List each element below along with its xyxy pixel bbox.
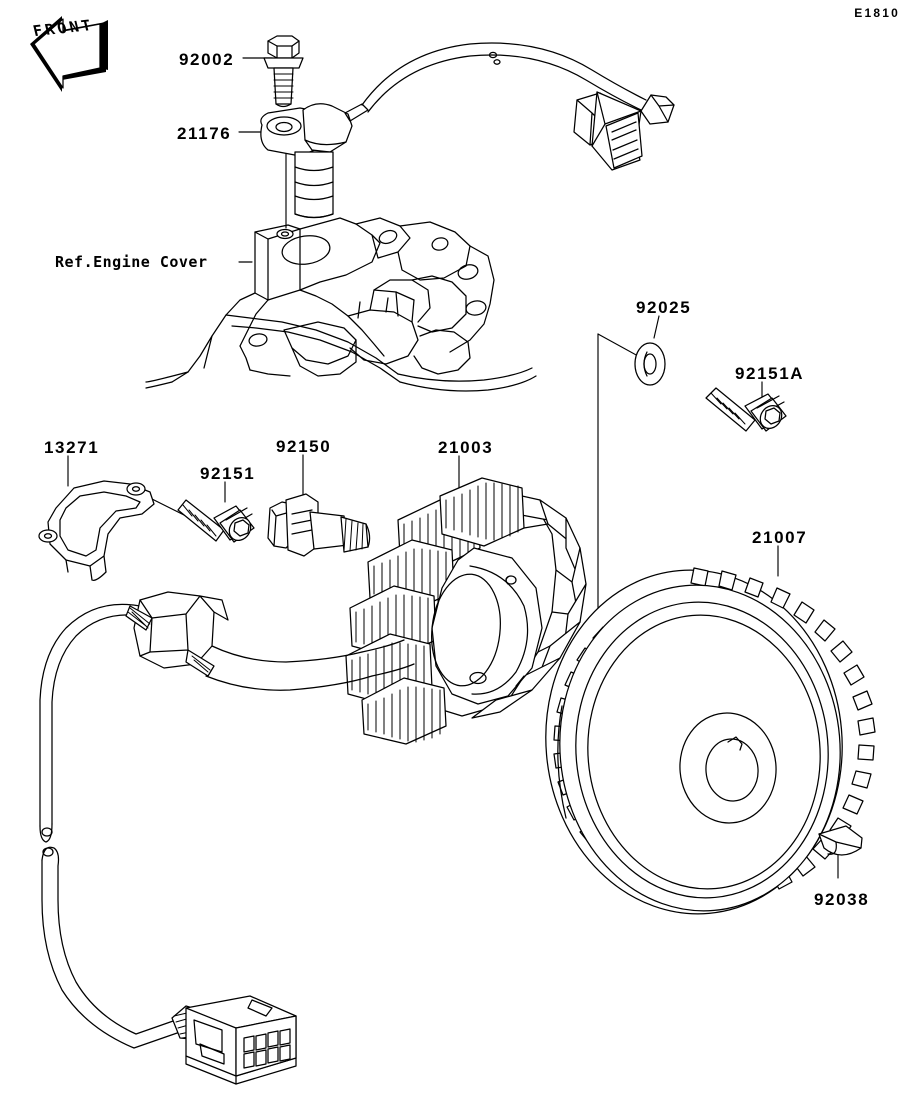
part-92002-flange-bolt [263,35,304,108]
part-label-21003[interactable]: 21003 [438,438,494,457]
front-label: FRONT [31,16,96,40]
part-92151a-socket-bolt [705,387,787,432]
part-92151-socket-bolt [177,499,255,543]
stator-connector-harness [41,846,297,1085]
part-label-92151a[interactable]: 92151A [735,364,805,383]
stator-windings [345,477,525,745]
connector-pin-grid [243,1028,291,1069]
diagram-code: E1810 [854,6,900,20]
part-21176-crankshaft-sensor [260,103,369,219]
part-label-21007[interactable]: 21007 [752,528,808,547]
part-92038-woodruff-key [818,825,863,856]
part-92025-washer [634,342,666,386]
part-label-92151[interactable]: 92151 [200,464,256,483]
part-label-92025[interactable]: 92025 [636,298,692,317]
part-21003-stator-coil [345,477,587,745]
part-label-92002[interactable]: 92002 [179,50,235,69]
engine-cover-casting [145,217,537,392]
sensor-wire-harness [361,42,675,171]
part-92150-flange-bolt [267,493,371,557]
part-13271-bracket-plate [38,480,155,581]
front-arrow-sign-art [30,16,108,92]
front-arrow-badge: FRONT [22,4,122,84]
stator-wire-harness-upper [39,591,415,843]
ref-engine-cover-label: Ref.Engine Cover [55,253,208,271]
part-label-92150[interactable]: 92150 [276,437,332,456]
part-label-92038[interactable]: 92038 [814,890,870,909]
part-label-13271[interactable]: 13271 [44,438,100,457]
part-21007-rotor-flywheel [545,567,876,915]
part-label-21176[interactable]: 21176 [177,124,232,143]
